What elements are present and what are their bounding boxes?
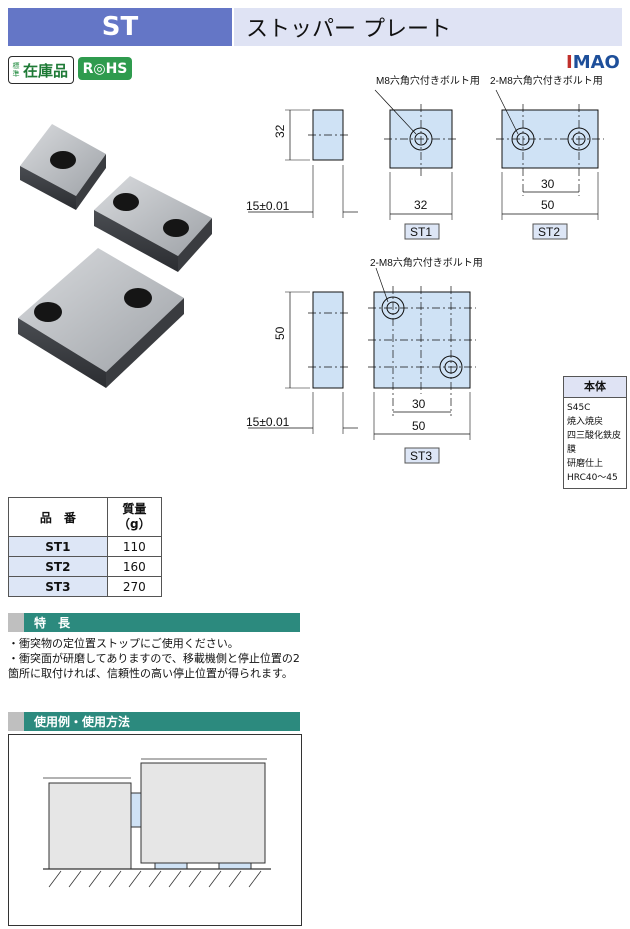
logo-part1: I bbox=[566, 52, 573, 73]
feature-item: ・衝突物の定位置ストップにご使用ください。 bbox=[8, 637, 239, 650]
dim-st3-width: 50 bbox=[412, 419, 426, 433]
tag-st1: ST1 bbox=[410, 225, 432, 239]
dim-32-vertical: 32 bbox=[273, 124, 287, 138]
usage-heading: 使用例・使用方法 bbox=[8, 712, 300, 731]
stock-badge: 標準 在庫品 bbox=[8, 56, 74, 84]
st2-bolt-note: 2-M8六角穴付きボルト用 bbox=[490, 74, 603, 87]
imao-logo: IMAO bbox=[566, 52, 620, 73]
material-line: 四三酸化鉄皮膜 bbox=[567, 431, 622, 455]
heading-marker bbox=[8, 712, 24, 731]
product-photo bbox=[18, 124, 212, 388]
table-row: ST2 160 bbox=[8, 556, 163, 577]
row-weight: 160 bbox=[106, 556, 163, 577]
material-body: S45C 焼入焼戻 四三酸化鉄皮膜 研磨仕上 HRC40～45 bbox=[564, 398, 626, 488]
rohs-badge: R◎HS bbox=[78, 57, 132, 80]
material-line: 研磨仕上 bbox=[567, 459, 604, 469]
st3-bolt-note: 2-M8六角穴付きボルト用 bbox=[370, 256, 483, 269]
material-line: 焼入焼戻 bbox=[567, 417, 604, 427]
dim-thickness-st3: 15±0.01 bbox=[246, 415, 290, 429]
dim-st2-width: 50 bbox=[541, 198, 555, 212]
usage-title: 使用例・使用方法 bbox=[34, 715, 131, 729]
table-row: ST1 110 bbox=[8, 536, 163, 557]
feature-item: ・衝突面が研磨してありますので、移載機側と停止位置の2箇所に取付ければ、信頼性の… bbox=[8, 652, 300, 680]
technical-drawings: 32 15±0.01 M8六角穴付きボルト用 32 ST1 2-M8六角穴付きボ… bbox=[246, 74, 604, 464]
material-line: S45C bbox=[567, 403, 591, 413]
row-id: ST3 bbox=[8, 576, 108, 597]
material-box: 本体 S45C 焼入焼戻 四三酸化鉄皮膜 研磨仕上 HRC40～45 bbox=[563, 376, 627, 489]
dim-thickness-st1: 15±0.01 bbox=[246, 199, 290, 213]
dim-st1-width: 32 bbox=[414, 198, 428, 212]
features-heading: 特 長 bbox=[8, 613, 300, 632]
tag-st2: ST2 bbox=[538, 225, 560, 239]
product-name: ストッパー プレート bbox=[234, 8, 622, 46]
row-id: ST2 bbox=[8, 556, 108, 577]
heading-marker bbox=[8, 613, 24, 632]
dim-st3-pitch: 30 bbox=[412, 397, 426, 411]
row-weight: 270 bbox=[106, 576, 163, 597]
product-code: ST bbox=[8, 8, 232, 46]
row-weight: 110 bbox=[106, 536, 163, 557]
weight-table: 品 番 質量 （g） ST1 110 ST2 160 ST3 270 bbox=[8, 497, 163, 597]
photo-st3 bbox=[18, 248, 184, 388]
col-part-number: 品 番 bbox=[8, 497, 108, 537]
features-title: 特 長 bbox=[34, 616, 71, 630]
row-id: ST1 bbox=[8, 536, 108, 557]
material-line: HRC40～45 bbox=[567, 473, 618, 483]
stock-badge-small: 標準 bbox=[12, 62, 20, 78]
photo-st2 bbox=[94, 176, 212, 272]
photo-st1 bbox=[20, 124, 106, 210]
col-weight: 質量 （g） bbox=[106, 497, 163, 537]
usage-diagram bbox=[8, 734, 302, 926]
features-text: ・衝突物の定位置ストップにご使用ください。 ・衝突面が研磨してありますので、移載… bbox=[8, 636, 304, 681]
tag-st3: ST3 bbox=[410, 449, 432, 463]
stock-badge-label: 在庫品 bbox=[23, 61, 69, 80]
table-row: ST3 270 bbox=[8, 576, 163, 597]
st1-bolt-note: M8六角穴付きボルト用 bbox=[376, 74, 480, 87]
material-header: 本体 bbox=[564, 377, 626, 398]
usage-illustration bbox=[43, 758, 271, 888]
dim-50-vertical: 50 bbox=[273, 326, 287, 340]
logo-part2: MAO bbox=[572, 52, 620, 73]
dim-st2-pitch: 30 bbox=[541, 177, 555, 191]
